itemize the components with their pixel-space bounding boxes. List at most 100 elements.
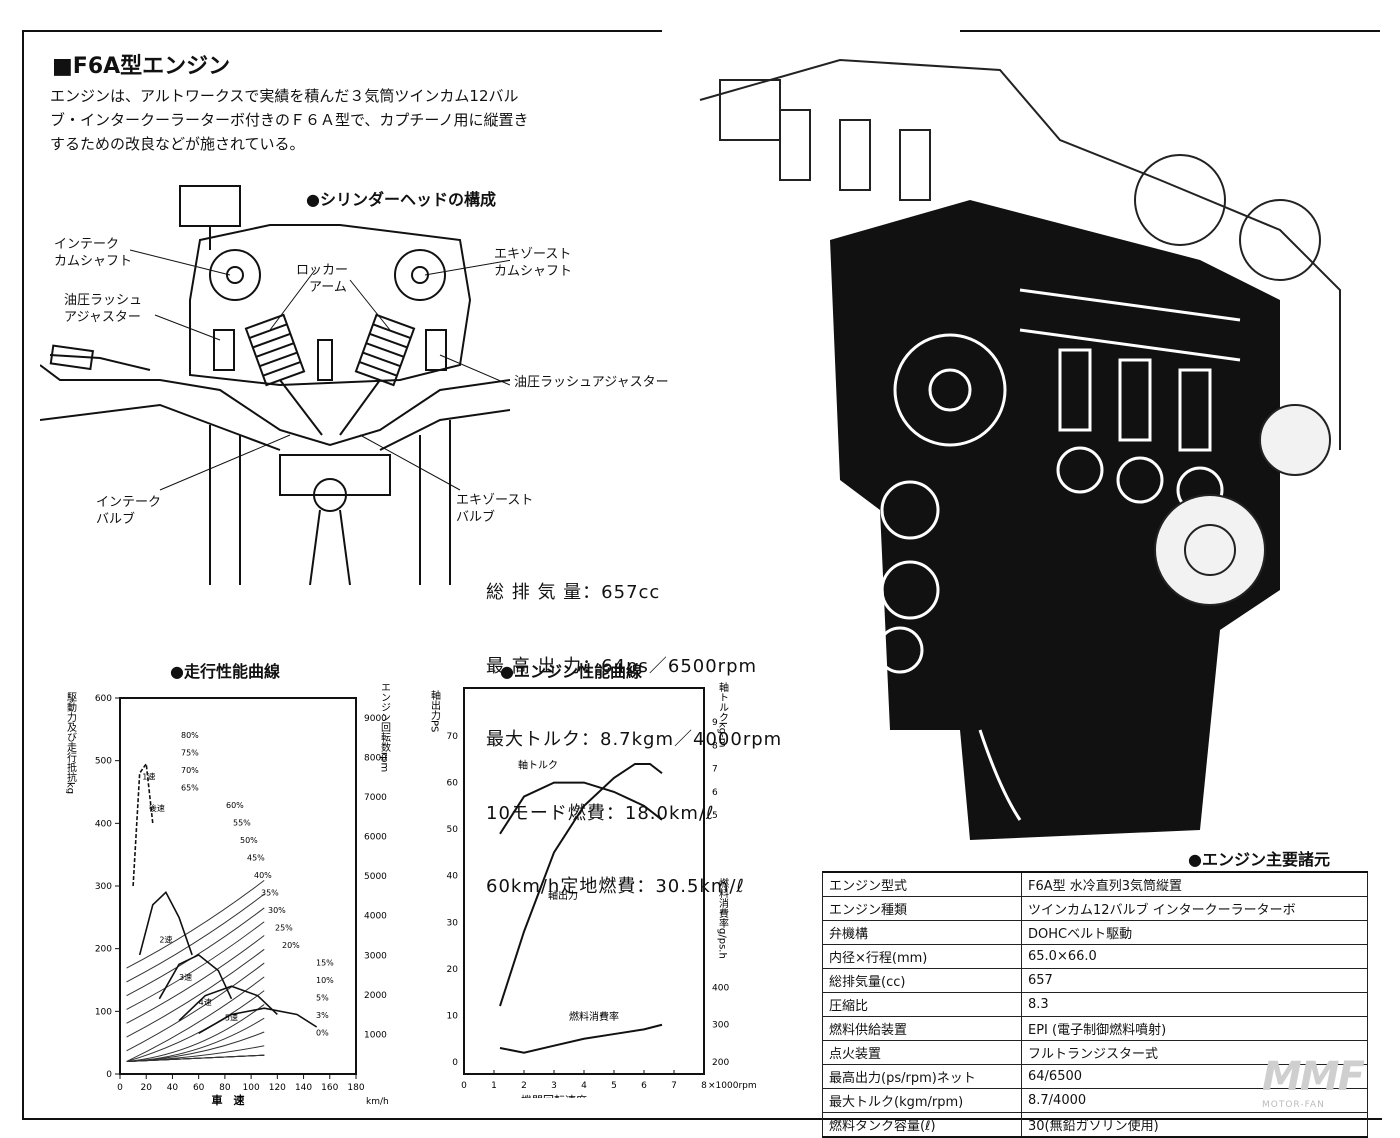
torque-tick-label: 7 [712,765,718,775]
x-axis-label: 車 速 [212,1093,245,1107]
specs-key: 燃料タンク容量(ℓ) [822,1112,1022,1138]
running-chart-title: ●走行性能曲線 [170,662,280,681]
x-tick-label: 80 [219,1083,231,1093]
label-intake-camshaft: インテーク カムシャフト [54,237,133,269]
gear-curve [138,890,193,956]
grade-label: 0% [316,1029,329,1038]
y-tick-label: 200 [95,945,112,955]
y2-tick-label: 8000 [364,753,387,763]
torque-tick-label: 5 [712,811,718,821]
y-tick-label: 0 [106,1070,112,1080]
x-tick-label: 7 [671,1081,677,1091]
frame-left-line [22,30,24,1120]
grade-resistance-line [126,1017,265,1062]
fuel-tick-label: 200 [712,1058,729,1068]
grade-resistance-line [126,1045,265,1062]
x-tick-label: 6 [641,1081,647,1091]
x-tick-label: 100 [243,1083,260,1093]
y-tick-label: 40 [447,872,459,882]
specs-value: EPI (電子制御燃料噴射) [1021,1016,1368,1041]
torque-tick-label: 9 [712,718,718,728]
main-specs-title: ●エンジン主要諸元 [1188,850,1330,869]
gear-label: 4速 [199,998,212,1007]
x-tick-label: 140 [295,1083,312,1093]
y-tick-label: 600 [95,694,112,704]
y-tick-label: 400 [95,819,112,829]
specs-value: 30(無鉛ガソリン使用) [1021,1112,1368,1138]
grade-resistance-line [126,921,265,1010]
y2-tick-label: 7000 [364,793,387,803]
x-tick-label: 8 [701,1081,707,1091]
grade-label: 30% [268,906,286,915]
grade-resistance-line [126,976,265,1062]
y-axis-label: 駆動力及び走行抵抗kg [66,692,77,794]
specs-row: 最大トルク(kgm/rpm)8.7/4000 [822,1088,1368,1113]
cylinder-head-title: ●シリンダーヘッドの構成 [306,190,496,209]
y-axis-label: 軸出力PS [429,689,441,733]
x-tick-label: 180 [347,1083,364,1093]
y-tick-label: 70 [447,732,459,742]
x-tick-label: 60 [193,1083,205,1093]
specs-value: DOHCベルト駆動 [1021,920,1368,945]
grade-resistance-line [126,1031,265,1062]
x-tick-label: 0 [117,1083,123,1093]
key-spec-max-power: 最 高 出 力：64ps／6500rpm [486,655,758,677]
label-lash-adjuster-right: 油圧ラッシュアジャスター [514,375,669,390]
series-line [499,781,663,835]
specs-row: エンジン種類ツインカム12バルブ インタークーラーターボ [822,896,1368,921]
specs-value: ツインカム12バルブ インタークーラーターボ [1021,896,1368,921]
grade-label: 15% [316,959,334,968]
grade-label: 3% [316,1011,329,1020]
key-spec-max-torque: 最大トルク：8.7kgm／4000rpm [486,729,783,750]
y-tick-label: 500 [95,757,112,767]
label-exhaust-valve: エキゾースト バルブ [456,493,534,525]
specs-key: エンジン型式 [822,871,1022,897]
specs-row: 燃料タンク容量(ℓ)30(無鉛ガソリン使用) [822,1112,1368,1138]
y-tick-label: 50 [447,825,459,835]
series-line [499,1023,663,1054]
y2-tick-label: 9000 [364,714,387,724]
specs-row: 点火装置フルトランジスター式 [822,1040,1368,1065]
x-tick-label: 120 [269,1083,286,1093]
watermark-logo: MMF [1262,1054,1365,1100]
specs-key: エンジン種類 [822,896,1022,921]
y2-tick-label: 5000 [364,872,387,882]
x-tick-label: 0 [461,1081,467,1091]
x-tick-label: 160 [321,1083,338,1093]
gear-curve [132,761,154,887]
grade-resistance-line [126,962,265,1052]
grade-label: 45% [247,854,265,863]
gear-label: 5速 [225,1014,238,1023]
label-exhaust-camshaft: エキゾースト カムシャフト [494,247,573,279]
frame-top-line [22,30,662,32]
grade-label: 60% [226,801,244,810]
label-rocker-arm: ロッカー アーム [296,263,349,295]
specs-value: 65.0×66.0 [1021,944,1368,969]
fuel-axis-label: 燃料消費率g/ps.h [717,877,729,959]
grade-label: 5% [316,994,329,1003]
series-line [499,762,663,1007]
x-axis-label: 機関回転速度 [521,1093,587,1098]
specs-key: 内径×行程(mm) [822,944,1022,969]
gear-label: 後速 [149,803,165,813]
key-spec-displacement: 総 排 気 量：657cc [486,582,661,603]
fuel-tick-label: 400 [712,983,729,993]
gear-label: 3速 [179,973,192,982]
y-tick-label: 10 [447,1011,459,1021]
key-spec-60kmh-fuel: 60km/h定地燃費：30.5km/ℓ [486,876,745,897]
engine-cutaway-illustration [699,58,1341,840]
grade-resistance-line [126,935,265,1024]
y-tick-label: 100 [95,1007,112,1017]
x-axis-unit: ×1000rpm [708,1081,757,1091]
frame-bottom-line [22,1118,1382,1120]
torque-tick-label: 6 [712,788,718,798]
series-label: 燃料消費率 [569,1010,619,1023]
y-tick-label: 300 [95,882,112,892]
specs-row: 総排気量(cc)657 [822,968,1368,993]
